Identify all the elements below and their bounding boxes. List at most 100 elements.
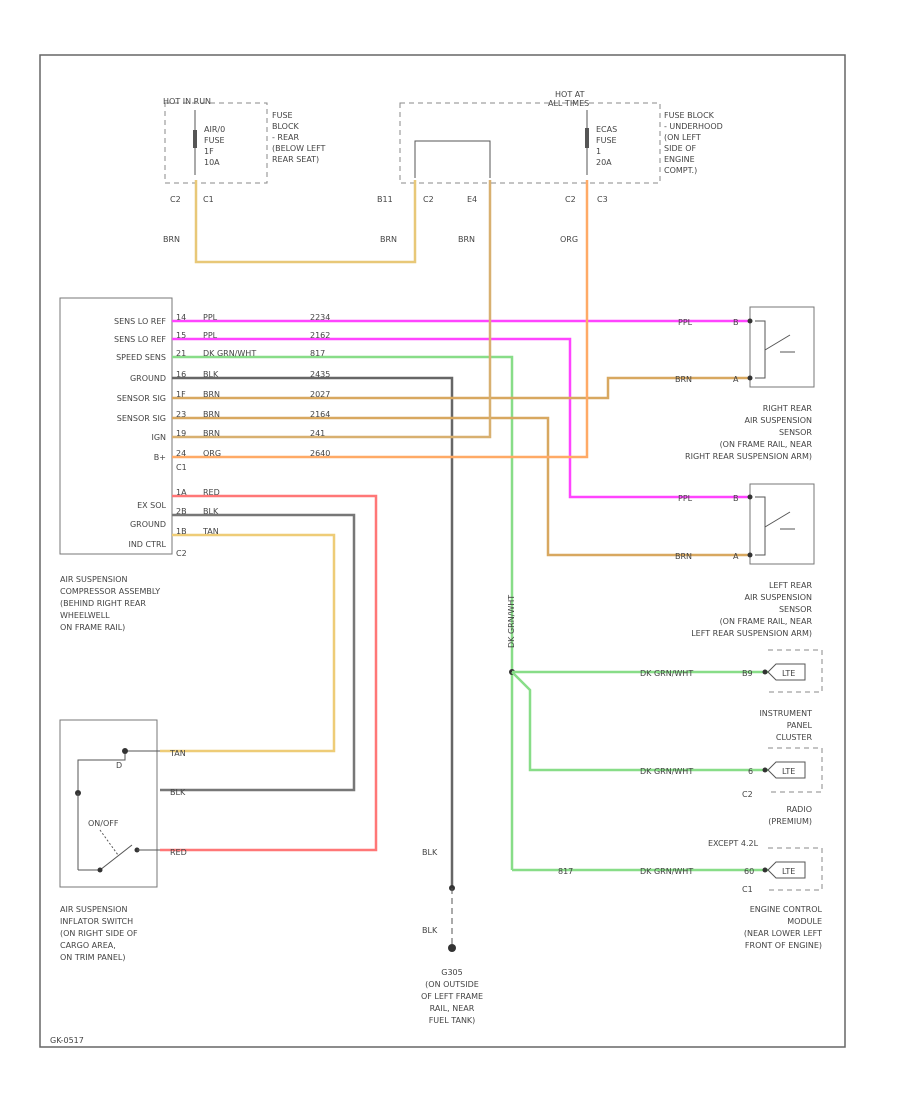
wire-red-switch — [160, 494, 378, 852]
ecm-circuit-label: 817 — [558, 867, 573, 876]
svg-text:20A: 20A — [596, 158, 612, 167]
cluster-pin: B9 — [742, 669, 753, 678]
svg-text:FRONT OF ENGINE): FRONT OF ENGINE) — [745, 941, 822, 950]
svg-text:CARGO AREA,: CARGO AREA, — [60, 941, 116, 950]
radio-outline — [768, 747, 823, 793]
right-sensor-element — [755, 320, 795, 379]
right-sensor-pin-a-dot — [747, 375, 753, 381]
compressor-wire-pin: 21 — [176, 349, 186, 358]
ecm-except-label: EXCEPT 4.2L — [708, 839, 759, 848]
ground-label: G305 (ON OUTSIDE OF LEFT FRAME RAIL, NEA… — [421, 968, 483, 1025]
compressor-wire-circuit: 2027 — [310, 390, 330, 399]
left-sensor-box — [749, 483, 815, 565]
svg-text:1: 1 — [596, 147, 601, 156]
wire-org-bplus — [172, 180, 589, 459]
compressor-pin-label: SENS LO REF — [114, 317, 166, 326]
svg-text:ON FRAME RAIL): ON FRAME RAIL) — [60, 623, 125, 632]
svg-text:AIR SUSPENSION: AIR SUSPENSION — [744, 416, 812, 425]
compressor-c2-wire-pin: 2B — [176, 507, 187, 516]
ecm-label: ENGINE CONTROL MODULE (NEAR LOWER LEFT F… — [744, 905, 823, 950]
svg-text:ENGINE: ENGINE — [664, 155, 695, 164]
svg-text:G305: G305 — [441, 968, 462, 977]
left-sensor-pin-b-dot — [747, 494, 753, 500]
wire-brn-left-a — [172, 416, 750, 557]
radio-wire-label: DK GRN/WHT — [640, 767, 693, 776]
wire-radio — [511, 671, 768, 772]
svg-text:FUSE: FUSE — [596, 136, 617, 145]
compressor-wire-circuit: 2164 — [310, 410, 330, 419]
diagram-frame — [39, 54, 846, 1048]
compressor-wire-pin: 19 — [176, 429, 186, 438]
svg-text:1F: 1F — [204, 147, 214, 156]
switch-node-1 — [122, 748, 128, 754]
svg-text:- REAR: - REAR — [272, 133, 300, 142]
wire-fuse1-to-b11 — [194, 180, 417, 264]
compressor-wire-circuit: 2640 — [310, 449, 330, 458]
svg-text:INSTRUMENT: INSTRUMENT — [759, 709, 812, 718]
cluster-outline — [768, 649, 823, 693]
cluster-lte-symbol — [767, 663, 806, 681]
fuse-hot-run-label: HOT IN RUN — [163, 97, 211, 106]
radio-lte-symbol — [767, 761, 806, 779]
compressor-wire-pin: 1F — [176, 390, 186, 399]
svg-text:(ON OUTSIDE: (ON OUTSIDE — [425, 980, 479, 989]
svg-text:SENSOR: SENSOR — [779, 605, 812, 614]
ecm-conn: C1 — [742, 885, 753, 894]
wire-tan-switch — [160, 533, 336, 753]
wire-label-brn-2: BRN — [380, 235, 397, 244]
right-sensor-pin-a: A — [733, 375, 739, 384]
svg-text:OF LEFT FRAME: OF LEFT FRAME — [421, 992, 483, 1001]
fuse-block-rear-label: FUSE BLOCK - REAR (BELOW LEFT REAR SEAT) — [272, 111, 326, 164]
compressor-box — [59, 297, 173, 555]
wire-blk-switch — [160, 513, 356, 792]
left-sensor-pin-a: A — [733, 552, 739, 561]
fuse-block-rear-outline — [164, 102, 268, 184]
conn-label-c3: C3 — [597, 195, 608, 204]
serial-data-wires: DK GRN/WHT DK GRN/WHT DK GRN/WHT DK GRN/… — [507, 595, 768, 876]
fuse1-element — [193, 130, 197, 148]
right-sensor-pin-b-dot — [747, 318, 753, 324]
svg-text:(NEAR LOWER LEFT: (NEAR LOWER LEFT — [744, 929, 822, 938]
compressor-wire-circuit: 241 — [310, 429, 325, 438]
svg-text:PANEL: PANEL — [787, 721, 813, 730]
switch-pin-d: D — [116, 761, 122, 770]
compressor-pin-label: SENS LO REF — [114, 335, 166, 344]
radio-label: RADIO (PREMIUM) — [768, 805, 812, 826]
compressor-wire-circuit: 2234 — [310, 313, 330, 322]
svg-text:(ON LEFT: (ON LEFT — [664, 133, 701, 142]
compressor-wire-color: DK GRN/WHT — [203, 349, 256, 358]
svg-text:AIR/0: AIR/0 — [204, 125, 225, 134]
wire-label-org: ORG — [560, 235, 578, 244]
compressor-pin-label: IND CTRL — [128, 540, 166, 549]
left-sensor-wire-ppl: PPL — [678, 494, 693, 503]
svg-text:FUEL TANK): FUEL TANK) — [429, 1016, 476, 1025]
conn-label-c2c: C2 — [565, 195, 576, 204]
wire-ppl-left-b — [172, 337, 750, 499]
svg-text:RIGHT REAR SUSPENSION ARM): RIGHT REAR SUSPENSION ARM) — [685, 452, 812, 461]
compressor-wire-color: ORG — [203, 449, 221, 458]
left-sensor-element — [755, 496, 795, 556]
compressor-wire-pin: 24 — [176, 449, 186, 458]
svg-text:COMPT.): COMPT.) — [664, 166, 697, 175]
compressor-wire-pin: 15 — [176, 331, 186, 340]
switch-wire-label-blk: BLK — [170, 788, 186, 797]
compressor-wire-circuit: 817 — [310, 349, 325, 358]
inflator-switch-label: AIR SUSPENSION INFLATOR SWITCH (ON RIGHT… — [60, 905, 138, 962]
radio-module: 6 LTE C2 RADIO (PREMIUM) — [742, 747, 823, 826]
right-sensor-wire-ppl: PPL — [678, 318, 693, 327]
svg-text:10A: 10A — [204, 158, 220, 167]
compressor-wire-color: PPL — [203, 313, 218, 322]
compressor-wire-pin: 16 — [176, 370, 186, 379]
inflator-switch-box — [59, 719, 158, 888]
fuse-block-rear: HOT IN RUN AIR/0 FUSE 1F 10A FUSE BLOCK … — [163, 97, 326, 204]
compressor-wire-color: BLK — [203, 370, 219, 379]
compressor-c2-wire-pin: 1A — [176, 488, 187, 497]
svg-text:RADIO: RADIO — [786, 805, 812, 814]
fuse-hot-all-label-2: ALL TIMES — [548, 99, 589, 108]
svg-text:ENGINE CONTROL: ENGINE CONTROL — [750, 905, 823, 914]
